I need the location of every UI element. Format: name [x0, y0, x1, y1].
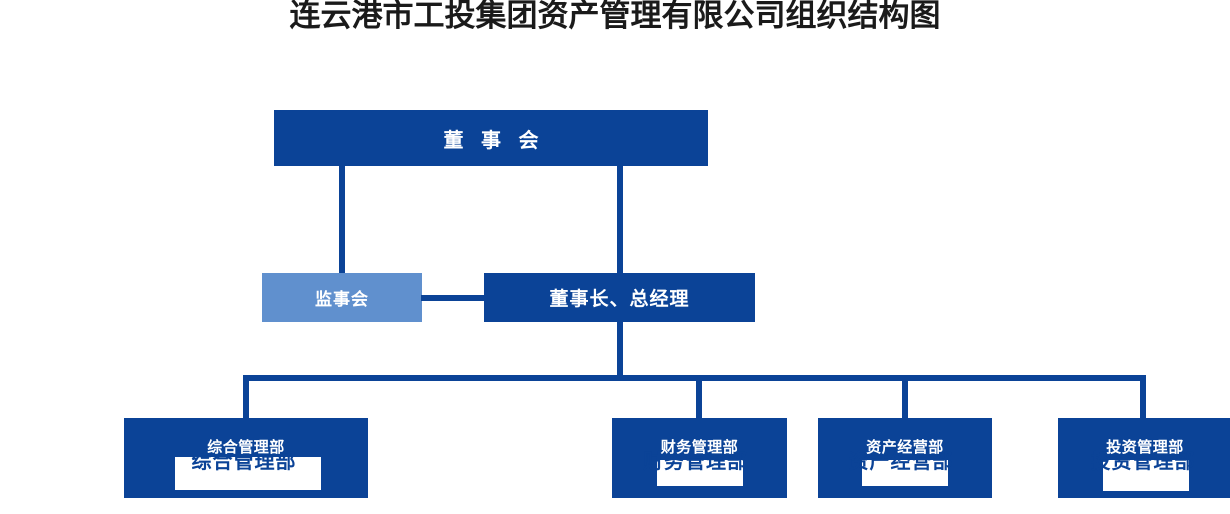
- connector-drop-department-2: [696, 375, 702, 419]
- department-label-overlay: 投资管理部: [1090, 451, 1196, 473]
- org-node-department[interactable]: 投资管理部 投资管理部: [1058, 418, 1230, 498]
- department-text-field[interactable]: [862, 460, 948, 486]
- connector-board-to-supervisors: [339, 166, 345, 274]
- org-node-department[interactable]: 综合管理部 综合管理部: [124, 418, 368, 498]
- department-text-field[interactable]: [1103, 460, 1189, 491]
- department-label-overlay: 财务管理部: [643, 451, 748, 473]
- org-node-department[interactable]: 财务管理部 财务管理部: [612, 418, 787, 498]
- department-label: 财务管理部: [660, 439, 739, 456]
- org-node-board-of-directors[interactable]: 董 事 会: [274, 110, 708, 166]
- connector-supervisors-to-chairman: [421, 295, 485, 301]
- connector-drop-department-1: [243, 375, 249, 419]
- connector-drop-department-4: [1140, 375, 1146, 419]
- connector-drop-department-3: [902, 375, 908, 419]
- department-label: 综合管理部: [207, 439, 285, 456]
- connector-chairman-to-bus: [617, 322, 623, 376]
- department-label-overlay: 综合管理部: [191, 451, 297, 473]
- department-text-field[interactable]: [175, 457, 321, 490]
- org-node-supervisory-board[interactable]: 监事会: [262, 273, 422, 322]
- connector-board-to-chairman: [617, 166, 623, 274]
- department-label: 投资管理部: [1106, 439, 1184, 456]
- department-label: 资产经营部: [866, 439, 944, 456]
- department-text-field[interactable]: [657, 460, 743, 486]
- department-label-overlay: 资产经营部: [848, 451, 954, 473]
- org-node-department[interactable]: 资产经营部 资产经营部: [818, 418, 992, 498]
- connector-horizontal-bus: [243, 375, 1146, 381]
- org-node-chairman-general-manager[interactable]: 董事长、总经理: [484, 273, 755, 322]
- page-title: 连云港市工投集团资产管理有限公司组织结构图: [289, 0, 941, 33]
